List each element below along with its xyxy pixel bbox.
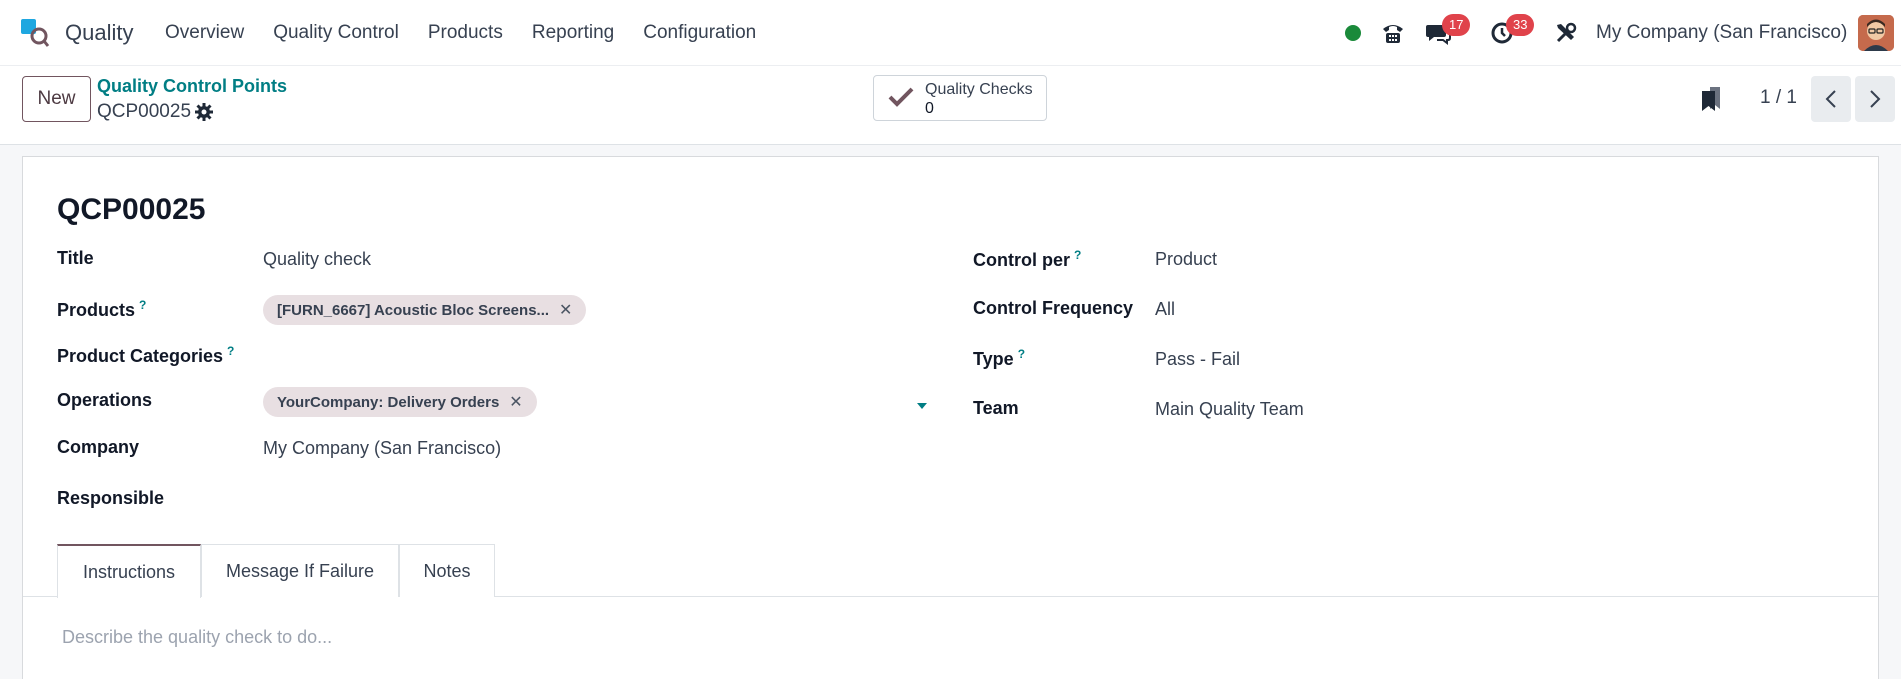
pager-previous-button[interactable] [1811,76,1851,122]
team-field[interactable]: Main Quality Team [1155,399,1304,419]
menu-products[interactable]: Products [427,22,503,43]
product-tag-label: [FURN_6667] Acoustic Bloc Screens... [277,301,550,319]
smart-button-label: Quality Checks [925,81,1033,98]
top-navbar: Quality Overview Quality Control Product… [0,0,1901,66]
tabs-divider [23,596,1878,597]
product-tag[interactable]: [FURN_6667] Acoustic Bloc Screens... ✕ [263,295,587,325]
tab-instructions[interactable]: Instructions [57,544,201,598]
operations-label: Operations [57,390,153,410]
messages-badge: 17 [1442,14,1471,36]
remove-tag-icon[interactable]: ✕ [509,394,523,411]
responsible-label: Responsible [57,488,165,508]
app-name[interactable]: Quality [65,20,134,45]
phone-icon[interactable] [1378,18,1408,48]
breadcrumb-parent-link[interactable]: Quality Control Points [97,76,288,96]
tab-message-if-failure[interactable]: Message If Failure [201,544,399,597]
gear-icon[interactable] [194,102,214,122]
tools-icon[interactable] [1551,18,1581,48]
activities-badge: 33 [1506,14,1535,36]
presence-status-icon [1345,25,1361,41]
products-label: Products? [57,298,147,320]
record-name[interactable]: QCP00025 [57,193,206,226]
control-panel: New Quality Control Points QCP00025 Qual… [0,66,1901,145]
remove-tag-icon[interactable]: ✕ [559,302,573,319]
chevron-left-icon [1825,90,1836,108]
control-per-label: Control per? [973,248,1082,270]
main-menu: Overview Quality Control Products Report… [165,22,785,44]
company-field[interactable]: My Company (San Francisco) [263,438,502,458]
chevron-right-icon [1870,90,1881,108]
company-switcher[interactable]: My Company (San Francisco) [1596,22,1848,43]
tab-notes[interactable]: Notes [399,544,495,597]
new-button[interactable]: New [22,76,91,122]
product-categories-label: Product Categories? [57,344,235,366]
help-icon[interactable]: ? [227,344,235,358]
avatar[interactable] [1858,15,1894,51]
type-field[interactable]: Pass - Fail [1155,349,1241,369]
quality-checks-smart-button[interactable]: Quality Checks 0 [873,75,1047,121]
breadcrumb-current: QCP00025 [97,101,192,122]
title-field[interactable]: Quality check [263,249,372,269]
menu-configuration[interactable]: Configuration [643,22,757,43]
operations-dropdown-caret-icon[interactable] [917,403,927,409]
help-icon[interactable]: ? [1074,248,1082,262]
team-label: Team [973,398,1019,418]
title-label: Title [57,248,94,268]
operation-tag[interactable]: YourCompany: Delivery Orders ✕ [263,387,537,417]
type-label: Type? [973,347,1026,369]
app-logo-icon[interactable] [20,18,50,48]
check-icon [888,87,914,107]
instructions-editor[interactable]: Describe the quality check to do... [62,627,333,647]
menu-overview[interactable]: Overview [165,22,245,43]
company-label: Company [57,437,140,457]
help-icon[interactable]: ? [1017,347,1026,361]
pager-value[interactable]: 1 / 1 [1760,87,1797,108]
menu-reporting[interactable]: Reporting [531,22,615,43]
smart-button-value: 0 [925,100,934,117]
pager-next-button[interactable] [1855,76,1895,122]
menu-quality-control[interactable]: Quality Control [273,22,399,43]
bookmark-icon[interactable] [1700,85,1722,113]
control-frequency-field[interactable]: All [1155,299,1176,319]
form-sheet: QCP00025 Title Quality check Products? [… [22,156,1879,679]
control-per-field[interactable]: Product [1155,249,1218,269]
control-frequency-label: Control Frequency [973,298,1134,318]
help-icon[interactable]: ? [139,298,147,312]
operation-tag-label: YourCompany: Delivery Orders [277,393,500,411]
